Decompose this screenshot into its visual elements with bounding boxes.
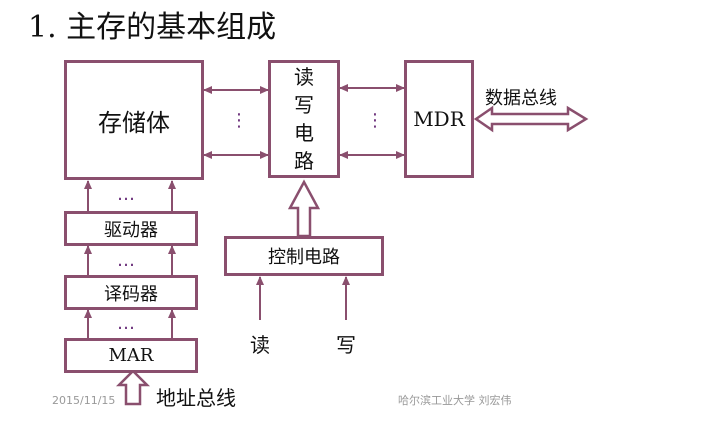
decoder-box: 译码器 <box>64 275 198 310</box>
ellipsis-mar-decoder: … <box>117 313 135 334</box>
rw-char-2: 写 <box>294 93 314 117</box>
storage-label: 存储体 <box>98 108 170 137</box>
data-bus-label: 数据总线 <box>485 88 557 109</box>
ellipsis-driver-storage: … <box>117 184 135 205</box>
rw-char-1: 读 <box>294 65 314 89</box>
storage-box: 存储体 <box>64 60 204 180</box>
rw-char-3: 电 <box>294 121 314 145</box>
control-circuit-box: 控制电路 <box>224 236 384 276</box>
driver-box: 驱动器 <box>64 211 198 246</box>
ellipsis-rw-mdr: ⋮ <box>366 110 384 131</box>
read-label: 读 <box>250 333 270 357</box>
footer-date: 2015/11/15 <box>52 394 116 407</box>
ellipsis-decoder-driver: … <box>117 250 135 271</box>
write-label: 写 <box>336 333 356 357</box>
hollow-arrow-address-bus <box>115 369 151 406</box>
address-bus-label: 地址总线 <box>156 386 236 410</box>
hollow-arrow-data-bus <box>473 105 589 133</box>
mdr-label: MDR <box>413 107 465 131</box>
decoder-label: 译码器 <box>104 283 158 305</box>
driver-label: 驱动器 <box>104 219 158 241</box>
mar-label: MAR <box>108 345 154 366</box>
hollow-arrow-control-rw <box>287 179 321 238</box>
control-label: 控制电路 <box>268 247 340 268</box>
rw-char-4: 路 <box>294 149 314 173</box>
page-title: 1. 主存的基本组成 <box>28 10 277 45</box>
mdr-box: MDR <box>404 60 474 178</box>
footer-author: 哈尔滨工业大学 刘宏伟 <box>398 394 512 407</box>
mar-box: MAR <box>64 338 198 373</box>
ellipsis-storage-rw: ⋮ <box>230 110 248 131</box>
rw-circuit-box: 读 写 电 路 <box>268 60 340 178</box>
